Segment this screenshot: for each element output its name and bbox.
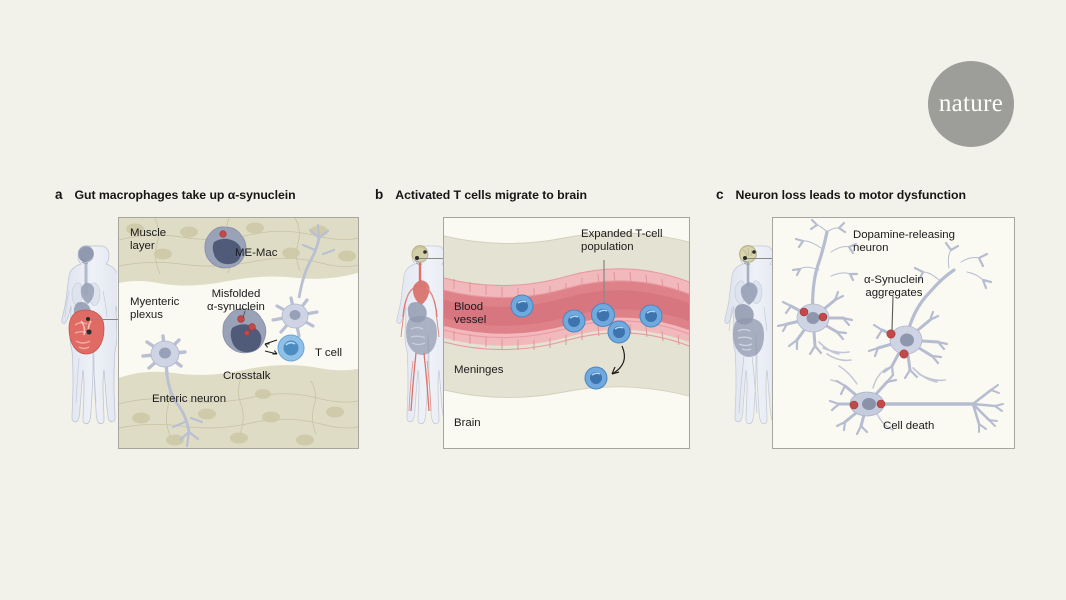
label-enteric-neuron: Enteric neuron — [152, 393, 227, 405]
connector-line-b — [417, 258, 445, 259]
label-muscle-layer: Muscle layer — [130, 227, 167, 253]
label-expanded-tcell-population: Expanded T-cell population — [581, 228, 663, 254]
human-body-figure-circulatory — [392, 243, 448, 429]
t-cell-in-meninges — [584, 366, 608, 390]
nature-logo-text: nature — [938, 89, 1004, 117]
crosstalk-arrows — [264, 339, 278, 355]
connector-dot-a — [86, 317, 90, 321]
aggregate-dot — [818, 312, 828, 322]
aggregate-pointer-line — [891, 295, 894, 331]
connector-line-c — [745, 258, 774, 259]
panel-b-letter: b — [375, 187, 384, 202]
panel-a-letter: a — [55, 187, 63, 202]
panel-a-gut: Muscle layer ME-Mac Myenteric plexus Mis… — [118, 217, 359, 449]
t-cells-in-vessel — [510, 294, 663, 344]
label-meninges: Meninges — [454, 364, 504, 376]
enteric-neuron-right — [271, 223, 336, 338]
label-me-mac: ME-Mac — [235, 247, 278, 259]
label-dopamine-releasing-neuron: Dopamine-releasing neuron — [853, 229, 955, 255]
label-brain: Brain — [454, 417, 481, 429]
panel-a-illustration — [119, 218, 358, 448]
enteric-neuron-left — [141, 334, 204, 448]
panel-a-heading: a Gut macrophages take up α-synuclein — [55, 186, 296, 204]
migration-arrow — [611, 345, 625, 375]
connector-dot-b — [415, 256, 419, 260]
me-mac-cell — [204, 226, 247, 269]
panel-b-title: Activated T cells migrate to brain — [395, 188, 587, 202]
label-misfolded-asynuclein: Misfolded α-synuclein — [207, 288, 265, 314]
aggregate-dot — [899, 349, 909, 359]
nature-logo: nature — [928, 61, 1014, 147]
panel-c-letter: c — [716, 187, 724, 202]
t-cell — [277, 334, 305, 362]
label-myenteric-plexus: Myenteric plexus — [130, 296, 180, 322]
label-asynuclein-aggregates: α-Synuclein aggregates — [864, 274, 924, 300]
label-cell-death: Cell death — [883, 420, 935, 432]
macrophage-with-aggregates — [222, 308, 267, 354]
label-crosstalk: Crosstalk — [223, 370, 271, 382]
label-t-cell: T cell — [315, 347, 343, 359]
panel-c-illustration — [773, 218, 1014, 448]
connector-dot-c — [743, 256, 747, 260]
human-body-figure-brain — [720, 243, 776, 429]
panel-a-title: Gut macrophages take up α-synuclein — [74, 188, 296, 202]
connector-line-a — [88, 319, 120, 320]
label-blood-vessel: Blood vessel — [454, 301, 487, 327]
panel-b-illustration — [444, 218, 689, 448]
aggregate-dot — [849, 400, 859, 410]
aggregate-dot — [799, 307, 809, 317]
aggregate-dot — [876, 399, 886, 409]
panel-c-neuron-loss: Dopamine-releasing neuron α-Synuclein ag… — [772, 217, 1015, 449]
panel-c-title: Neuron loss leads to motor dysfunction — [735, 188, 966, 202]
human-body-figure-gut — [55, 243, 117, 429]
panel-b-heading: b Activated T cells migrate to brain — [375, 186, 587, 204]
aggregate-dot — [886, 329, 896, 339]
panel-b-brain-migration: Expanded T-cell population Blood vessel … — [443, 217, 690, 449]
panel-c-heading: c Neuron loss leads to motor dysfunction — [716, 186, 966, 204]
